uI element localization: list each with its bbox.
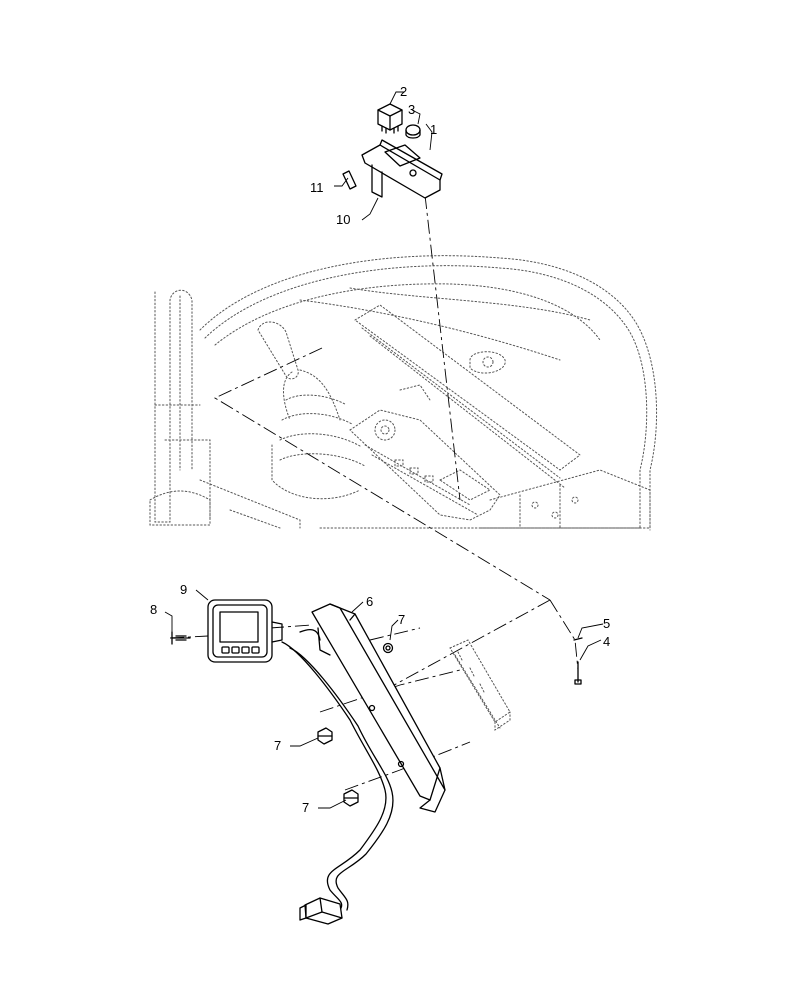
nut-part-7-middle bbox=[317, 727, 333, 745]
bracket-part-1 bbox=[361, 139, 443, 199]
washer-part-5 bbox=[573, 637, 583, 641]
switch-part-2 bbox=[377, 103, 403, 134]
callout-7-middle: 7 bbox=[274, 738, 281, 753]
wiring-harness bbox=[281, 628, 394, 925]
leader-lines bbox=[164, 91, 604, 809]
callout-6: 6 bbox=[366, 594, 373, 609]
nut-part-7-upper bbox=[382, 642, 394, 654]
callout-4: 4 bbox=[603, 634, 610, 649]
cab-console-outline bbox=[149, 255, 658, 531]
mounting-channel-part-6 bbox=[311, 603, 446, 813]
callout-9: 9 bbox=[180, 582, 187, 597]
callout-labels: 2 3 1 11 10 9 8 6 7 5 4 7 7 bbox=[150, 84, 610, 815]
callout-11: 11 bbox=[310, 180, 324, 195]
callout-7-lower: 7 bbox=[302, 800, 309, 815]
nut-part-3 bbox=[405, 124, 421, 139]
mount-rail bbox=[449, 639, 511, 731]
callout-10: 10 bbox=[336, 212, 350, 227]
callout-1: 1 bbox=[430, 122, 437, 137]
callout-8: 8 bbox=[150, 602, 157, 617]
screw-part-4 bbox=[574, 661, 582, 685]
callout-5: 5 bbox=[603, 616, 610, 631]
callout-2: 2 bbox=[400, 84, 407, 99]
pin-part-11 bbox=[342, 170, 357, 190]
callout-3: 3 bbox=[408, 102, 415, 117]
screw-part-8 bbox=[171, 631, 191, 645]
assembly-path-lines bbox=[169, 194, 579, 791]
nut-part-7-lower bbox=[343, 789, 359, 807]
callout-7-upper: 7 bbox=[398, 612, 405, 627]
display-monitor-part-9 bbox=[207, 599, 283, 663]
